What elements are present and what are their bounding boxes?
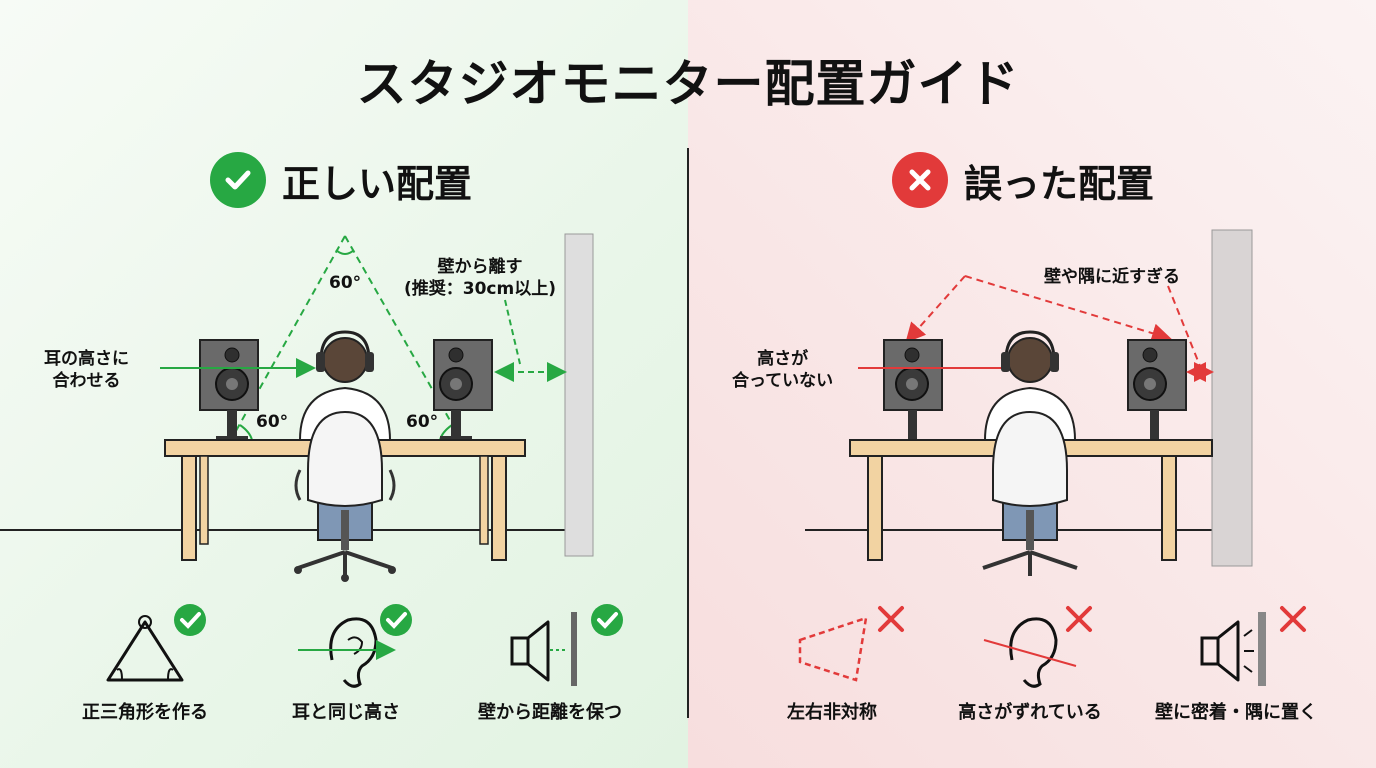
wall-wrong [1211, 229, 1253, 567]
ear-misaligned-icon [983, 617, 1077, 688]
ear-height-label: 耳の高さに 合わせる [44, 349, 129, 392]
angle-left-label: 60° [256, 412, 289, 432]
correct-heading: 正しい配置 [282, 161, 473, 206]
cross-badge-icon [892, 152, 948, 208]
wall [564, 233, 594, 557]
height-mismatch-label: 高さが 合っていない [732, 349, 834, 392]
asymmetric-triangle-icon [798, 616, 868, 682]
correct-heading-group: 正しい配置 [210, 152, 472, 208]
correct-setup-illustration [0, 233, 623, 688]
right-speaker-wrong [1127, 339, 1187, 440]
cross-icon [878, 606, 1306, 632]
wrong-heading-group: 誤った配置 [892, 152, 1154, 208]
listener [294, 330, 396, 582]
check-icon [174, 604, 623, 636]
angle-top-label: 60° [329, 273, 362, 293]
wrong-heading: 誤った配置 [964, 161, 1155, 206]
triangle-icon [106, 615, 184, 682]
speaker-distance-icon [510, 612, 577, 686]
check-badge-icon [210, 152, 266, 208]
angle-right-label: 60° [406, 412, 439, 432]
caption-height-off: 高さがずれている [958, 702, 1102, 723]
caption-wall-distance: 壁から距離を保つ [478, 702, 622, 723]
caption-ear-height: 耳と同じ高さ [292, 702, 400, 723]
ear-icon [298, 617, 396, 688]
caption-asymmetric: 左右非対称 [787, 702, 877, 723]
page-title: スタジオモニター配置ガイド [356, 55, 1020, 113]
listener-wrong [982, 330, 1078, 576]
left-speaker-wrong [883, 339, 943, 440]
caption-wall-corner: 壁に密着・隅に置く [1155, 702, 1317, 723]
speaker-wall-icon [1200, 612, 1266, 686]
caption-triangle: 正三角形を作る [82, 702, 208, 723]
wall-too-close-label: 壁や隅に近すぎる [1044, 267, 1180, 287]
panel-divider [687, 148, 689, 718]
wall-distance-label: 壁から離す (推奨：30cm以上) [404, 257, 556, 300]
asymmetric-triangle [905, 275, 1201, 367]
